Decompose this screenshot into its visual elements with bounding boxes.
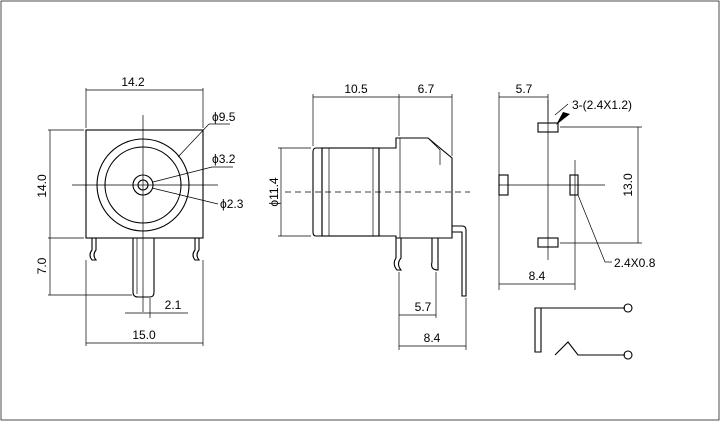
- pad-left: [498, 174, 509, 196]
- dia-pin-label: ϕ2.3: [220, 197, 244, 211]
- side-rear-length-label: 6.7: [418, 82, 435, 96]
- pad-top: [537, 122, 559, 133]
- leader-arrow: [556, 112, 570, 125]
- slot-note-label: 3-(2.4X1.2): [572, 98, 632, 112]
- bottom-width-label: 8.4: [529, 269, 546, 283]
- side-body-length-label: 10.5: [344, 82, 368, 96]
- leader-line: [554, 103, 569, 116]
- side-view: 10.5 6.7 ϕ11.4 5.7 8.4: [267, 82, 470, 350]
- side-rear-housing: [378, 137, 453, 239]
- front-body-outline: [85, 129, 204, 239]
- bottom-view: 5.7 3-(2.4X1.2) 13.0 8.4 2.4X0.8: [498, 82, 656, 290]
- side-front-collar: [312, 147, 323, 237]
- schematic-symbol: [534, 303, 633, 360]
- front-right-leg: [192, 238, 201, 261]
- front-left-leg: [89, 238, 98, 261]
- bottom-top-offset-label: 5.7: [516, 82, 533, 96]
- front-height-label: 14.0: [35, 174, 49, 198]
- side-total-offset-label: 8.4: [424, 331, 441, 345]
- jack-body-symbol: [534, 307, 542, 353]
- side-leg-offset-label: 5.7: [415, 300, 432, 314]
- front-center-leg: [132, 238, 155, 298]
- leader-line: [151, 187, 219, 205]
- pad-bottom: [537, 237, 559, 248]
- front-width-top-label: 14.2: [121, 75, 145, 89]
- slot-size-label: 2.4X0.8: [614, 256, 656, 270]
- terminal-top: [623, 303, 633, 313]
- side-diameter-label: ϕ11.4: [267, 177, 281, 207]
- side-middle-leg: [431, 238, 439, 271]
- side-rear-leg: [452, 225, 467, 297]
- front-pin-width-label: 2.1: [165, 298, 182, 312]
- front-width-bottom-label: 15.0: [132, 328, 156, 342]
- jack-tip-line: [554, 341, 625, 356]
- leader-line: [177, 123, 210, 158]
- leader-line: [152, 166, 213, 183]
- terminal-bottom: [623, 350, 633, 360]
- front-view: 14.2 14.0 7.0 2.1 15.0 ϕ9.5 ϕ3.2 ϕ2.3: [35, 75, 244, 346]
- pad-right: [569, 174, 579, 196]
- dia-mid-label: ϕ3.2: [212, 152, 236, 166]
- bottom-height-label: 13.0: [621, 173, 635, 197]
- front-leg-height-label: 7.0: [35, 257, 49, 274]
- side-housing-chamfer: [427, 137, 441, 165]
- leader-line: [577, 194, 606, 263]
- dia-outer-label: ϕ9.5: [212, 110, 236, 124]
- side-front-leg: [393, 238, 403, 271]
